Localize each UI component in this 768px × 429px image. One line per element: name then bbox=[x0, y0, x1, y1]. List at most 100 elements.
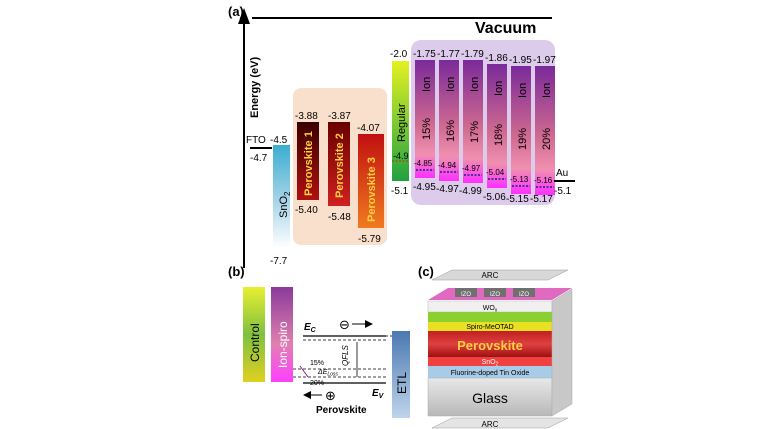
perovskite-3-top: -4.07 bbox=[357, 123, 380, 134]
perovskite-layer bbox=[428, 331, 552, 357]
ion-18-pct: 18% bbox=[493, 124, 505, 146]
perovskite-1-top: -3.88 bbox=[295, 111, 318, 122]
regular-bottom: -5.1 bbox=[391, 186, 409, 197]
qfls-label: QFLS bbox=[341, 344, 350, 366]
ion-20-top: -1.97 bbox=[533, 55, 556, 66]
arc-bottom-sheet bbox=[431, 417, 569, 429]
spiro-layer bbox=[428, 322, 552, 331]
arc-top-sheet bbox=[431, 269, 569, 281]
pct-15-label: 15% bbox=[310, 360, 324, 367]
ion-15-bottom: -4.95 bbox=[413, 182, 436, 193]
ion-bar-17: -1.79 Ion 17% -4.97 -4.99 bbox=[459, 49, 484, 197]
regular-mid: -4.9 bbox=[393, 151, 409, 161]
vacuum-label: Vacuum bbox=[475, 20, 536, 37]
ion-16-pct: 16% bbox=[445, 120, 457, 142]
ion-bar-18: -1.86 Ion 18% -5.04 -5.06 bbox=[483, 53, 508, 203]
au-label: Au bbox=[556, 168, 568, 179]
panel-a-label: (a) bbox=[228, 4, 244, 19]
control-bar bbox=[243, 287, 265, 382]
ion-18-label: Ion bbox=[493, 81, 505, 96]
ion-15-top: -1.75 bbox=[413, 49, 436, 60]
sno2-layer-label: SnO2 bbox=[482, 359, 499, 368]
fto-label: FTO bbox=[246, 135, 266, 146]
perovskite-3-label: Perovskite 3 bbox=[366, 157, 378, 222]
panel-a: (a) Energy (eV) Vacuum FTO -4.5 -4.7 SnO… bbox=[228, 4, 575, 268]
energy-axis-arrow bbox=[238, 8, 250, 24]
ion-17-pct: 17% bbox=[469, 121, 481, 143]
perovskite-3-bottom: -5.79 bbox=[358, 234, 381, 245]
panel-b-label: (b) bbox=[228, 264, 245, 279]
ion-19-bar bbox=[511, 66, 531, 194]
etl-bar bbox=[392, 331, 410, 418]
perovskite-layer-label: Perovskite bbox=[457, 338, 523, 353]
ion-18-top: -1.86 bbox=[485, 53, 508, 64]
de-loss-label: ΔELoss bbox=[317, 369, 338, 378]
ion-bar-20: -1.97 Ion 20% -5.16 -5.17 bbox=[530, 55, 556, 205]
loss-pointer bbox=[299, 365, 309, 378]
ion-20-label: Ion bbox=[541, 83, 553, 98]
izo-label-3: IZO bbox=[519, 292, 529, 298]
regular-bar bbox=[392, 61, 409, 181]
ion-bar-19: -1.95 Ion 19% -5.13 -5.15 bbox=[506, 55, 532, 205]
fto-level: -4.5 bbox=[270, 135, 288, 146]
sno2-layer bbox=[428, 357, 552, 366]
ion-17-bar bbox=[463, 60, 483, 183]
ion-19-top: -1.95 bbox=[509, 55, 532, 66]
ion-19-label: Ion bbox=[517, 83, 529, 98]
perovskite-3-bar bbox=[358, 134, 384, 228]
glass-layer bbox=[427, 377, 553, 417]
spiro-layer-green bbox=[428, 312, 552, 322]
ion-16-bar bbox=[439, 60, 459, 181]
ion-spiro-bar bbox=[271, 287, 293, 382]
ion-16-label: Ion bbox=[445, 77, 457, 92]
izo-pad-2 bbox=[484, 288, 506, 297]
sno2-label: SnO2 bbox=[278, 191, 292, 218]
panel-b: (b) Control Ion-spiro EC EV QFLS 15% 20%… bbox=[228, 264, 410, 418]
au-level: -5.1 bbox=[554, 186, 572, 197]
ion-17-bottom: -4.99 bbox=[459, 186, 482, 197]
ion-15-pct: 15% bbox=[421, 118, 433, 140]
ec-label: EC bbox=[304, 322, 317, 334]
panel-c: (c) ARC IZO IZO IZO WOx Spiro-MeOTAD Per… bbox=[418, 264, 573, 429]
regular-label: Regular bbox=[396, 103, 408, 142]
ion-bar-15: -1.75 Ion 15% -4.85 -4.95 bbox=[413, 49, 436, 193]
ion-18-bar bbox=[487, 64, 507, 188]
ion-17-fermi: -4.97 bbox=[462, 164, 481, 173]
perovskite-2-top: -3.87 bbox=[328, 111, 351, 122]
ion-19-pct: 19% bbox=[517, 128, 529, 150]
ion-17-label: Ion bbox=[469, 77, 481, 92]
perovskite-1-bar bbox=[297, 122, 319, 200]
ion-15-bar bbox=[415, 60, 435, 178]
ion-16-fermi: -4.94 bbox=[438, 161, 457, 170]
ion-19-fermi: -5.13 bbox=[510, 175, 529, 184]
stack-side bbox=[551, 288, 573, 417]
izo-label-1: IZO bbox=[461, 292, 471, 298]
izo-pad-3 bbox=[513, 288, 535, 297]
ion-18-bottom: -5.06 bbox=[483, 192, 506, 203]
fto-layer-label: Fluorine-doped Tin Oxide bbox=[451, 370, 530, 377]
ion-20-fermi: -5.16 bbox=[534, 176, 553, 185]
ev-label: EV bbox=[372, 388, 385, 400]
hole-symbol: ⊕ bbox=[325, 388, 336, 403]
izo-label-2: IZO bbox=[490, 292, 500, 298]
ion-19-bottom: -5.15 bbox=[506, 194, 529, 205]
sno2-bottom-level: -7.7 bbox=[270, 256, 288, 267]
fto-layer bbox=[428, 366, 552, 378]
arc-bottom-label: ARC bbox=[482, 420, 499, 429]
izo-pad-1 bbox=[455, 288, 477, 297]
spiro-label: Spiro-MeOTAD bbox=[466, 324, 513, 331]
ion-16-top: -1.77 bbox=[437, 49, 460, 60]
control-label: Control bbox=[248, 323, 262, 362]
sno2-bar bbox=[273, 145, 290, 248]
ion-bar-16: -1.77 Ion 16% -4.94 -4.97 bbox=[436, 49, 460, 195]
energy-axis-label: Energy (eV) bbox=[249, 57, 261, 118]
ion-15-fermi: -4.85 bbox=[414, 159, 433, 168]
ion-15-label: Ion bbox=[421, 77, 433, 92]
ion-20-bar bbox=[535, 66, 555, 195]
ion-17-top: -1.79 bbox=[461, 49, 484, 60]
arc-top-label: ARC bbox=[482, 271, 499, 280]
electron-symbol: ⊖ bbox=[339, 317, 350, 332]
regular-top: -2.0 bbox=[390, 49, 408, 60]
etl-label: ETL bbox=[395, 372, 409, 394]
